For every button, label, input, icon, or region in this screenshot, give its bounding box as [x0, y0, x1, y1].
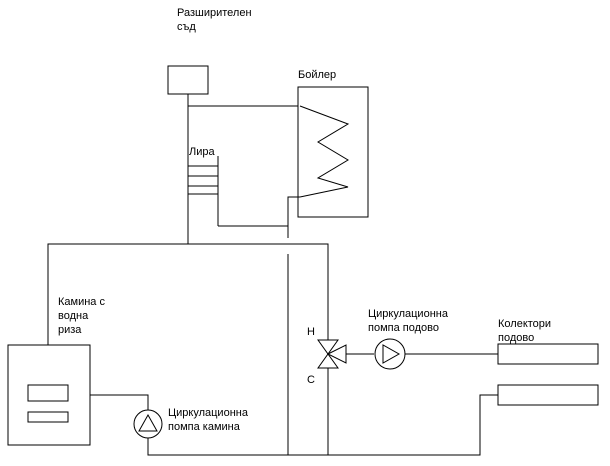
main-loop-top: [47, 243, 329, 345]
valve-c-label: С: [307, 374, 315, 386]
expansion-vessel: [167, 65, 209, 95]
boiler-tank: [297, 86, 369, 218]
boiler-coil: [299, 105, 350, 198]
bottom-return-pipe: [147, 394, 500, 456]
fireplace-ash-tray: [27, 411, 69, 423]
expansion-vessel-label: Разширителен съд: [177, 7, 252, 33]
boiler-label: Бойлер: [298, 69, 337, 81]
fireplace-label: Камина с водна риза: [58, 296, 105, 336]
floor-pump-label: Циркулационна помпа подово: [368, 308, 448, 334]
boiler-return-pipe: [287, 196, 300, 238]
three-way-valve: [317, 339, 374, 369]
collectors-label: Колектори подово: [498, 318, 552, 344]
valve-h-label: Н: [307, 326, 315, 338]
fireplace-door: [27, 384, 69, 402]
floor-heating-pump: [374, 338, 406, 370]
fireplace-pump-inlet: [90, 394, 149, 410]
lira-label: Лира: [189, 146, 215, 158]
collector-supply: [497, 343, 599, 365]
lira-loop: [188, 156, 288, 227]
fireplace-pump-label: Циркулационна помпа камина: [168, 407, 248, 433]
fireplace-pump: [133, 409, 163, 439]
collector-return: [497, 384, 599, 406]
